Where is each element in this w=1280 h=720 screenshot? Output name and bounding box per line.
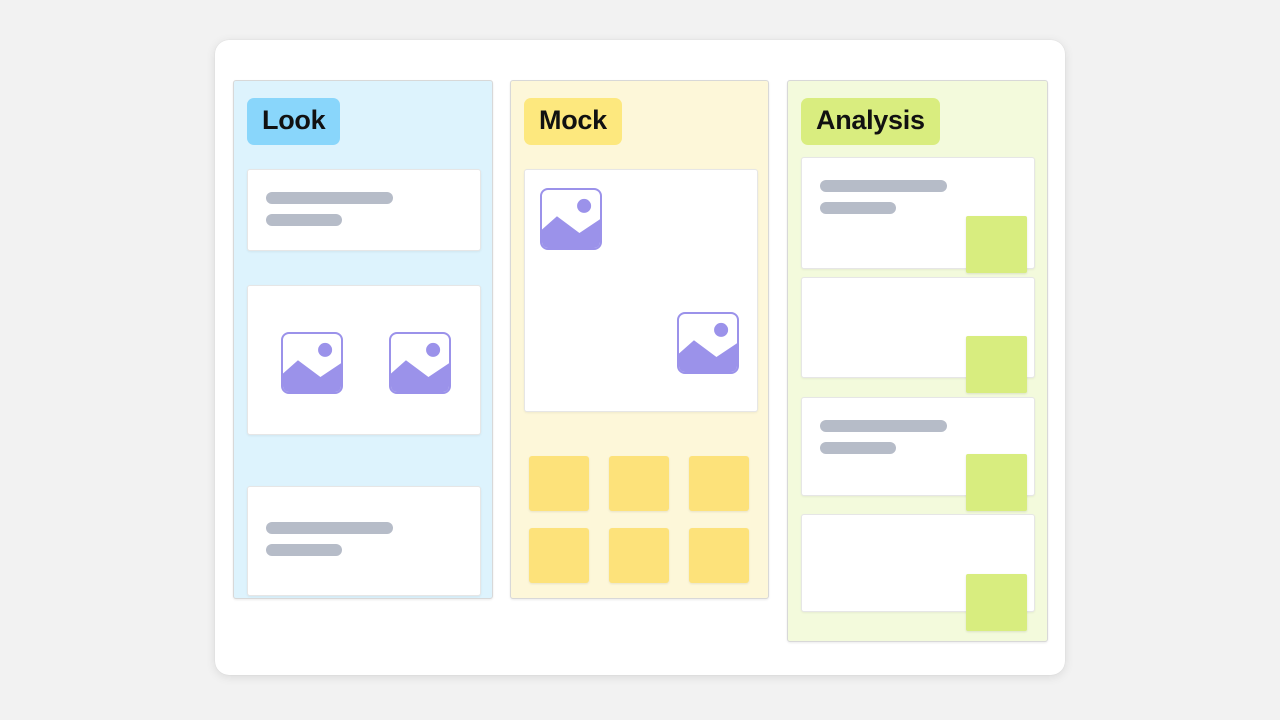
look-card-text-2[interactable] bbox=[247, 486, 481, 596]
panel-title-look: Look bbox=[247, 98, 341, 145]
panel-look[interactable]: Look bbox=[233, 80, 493, 599]
panel-mock[interactable]: Mock bbox=[510, 80, 769, 599]
skeleton-bar-short bbox=[820, 442, 896, 454]
look-card-images[interactable] bbox=[247, 285, 481, 435]
analysis-accent-square bbox=[966, 336, 1027, 393]
tile[interactable] bbox=[529, 456, 589, 511]
mock-card-canvas[interactable] bbox=[524, 169, 758, 412]
tile[interactable] bbox=[689, 528, 749, 583]
analysis-accent-square bbox=[966, 216, 1027, 273]
skeleton-bar-short bbox=[266, 544, 342, 556]
tile[interactable] bbox=[609, 528, 669, 583]
analysis-accent-square bbox=[966, 574, 1027, 631]
tile[interactable] bbox=[529, 528, 589, 583]
board-frame: Look bbox=[215, 40, 1065, 675]
skeleton-bar-short bbox=[820, 202, 896, 214]
image-placeholder-icon bbox=[540, 188, 602, 250]
skeleton-bar-long bbox=[266, 192, 393, 204]
image-placeholder-icon bbox=[281, 332, 343, 394]
analysis-accent-square bbox=[966, 454, 1027, 511]
panel-analysis[interactable]: Analysis bbox=[787, 80, 1048, 642]
look-card-text-1[interactable] bbox=[247, 169, 481, 251]
skeleton-bar-long bbox=[820, 420, 947, 432]
tile[interactable] bbox=[689, 456, 749, 511]
panel-title-analysis: Analysis bbox=[801, 98, 940, 145]
skeleton-bar-short bbox=[266, 214, 342, 226]
panels-row: Look bbox=[215, 40, 1065, 675]
analysis-card-4[interactable] bbox=[801, 514, 1035, 612]
skeleton-bar-long bbox=[820, 180, 947, 192]
image-placeholder-icon bbox=[389, 332, 451, 394]
tile[interactable] bbox=[609, 456, 669, 511]
panel-title-mock: Mock bbox=[524, 98, 622, 145]
skeleton-bar-long bbox=[266, 522, 393, 534]
image-placeholder-icon bbox=[677, 312, 739, 374]
